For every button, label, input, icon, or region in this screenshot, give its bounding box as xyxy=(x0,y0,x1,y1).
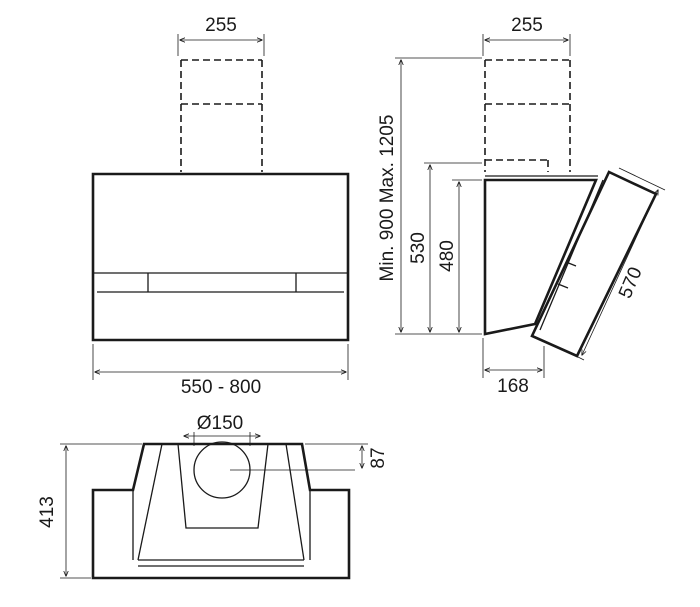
front-chimney-width-label: 255 xyxy=(205,15,237,36)
top-outlet-diameter-label: Ø150 xyxy=(197,413,243,434)
top-inner-lines xyxy=(132,443,311,567)
top-outlet-diameter-dimension: Ø150 xyxy=(184,413,260,446)
side-height-480-label: 480 xyxy=(437,240,458,272)
front-hood-width-label: 550 - 800 xyxy=(181,377,261,398)
side-depth-label: 168 xyxy=(497,376,529,397)
side-chimney-width-dimension: 255 xyxy=(482,15,571,56)
side-height-530-dimension: 530 xyxy=(408,162,482,332)
top-total-depth-label: 413 xyxy=(37,496,58,528)
side-chimney-dashed xyxy=(484,59,571,172)
front-chimney-width-dimension: 255 xyxy=(177,15,265,56)
top-outlet-offset-label: 87 xyxy=(368,447,389,468)
front-view: 255 550 - 800 xyxy=(91,15,350,398)
side-height-480-dimension: 480 xyxy=(437,179,482,332)
side-depth-dimension: 168 xyxy=(482,338,545,397)
front-hood-width-dimension: 550 - 800 xyxy=(92,344,349,398)
top-view: Ø150 87 413 xyxy=(37,413,389,580)
front-hood-body xyxy=(91,172,350,342)
top-outlet-offset-dimension: 87 xyxy=(305,443,389,469)
side-chimney-width-label: 255 xyxy=(511,15,543,36)
side-total-height-label: Min. 900 Max. 1205 xyxy=(377,115,398,282)
side-total-height-dimension: Min. 900 Max. 1205 xyxy=(377,57,482,335)
side-view: 255 Min. 900 Max. 1205 xyxy=(377,15,666,397)
side-height-530-label: 530 xyxy=(408,232,429,264)
front-chimney-dashed xyxy=(180,59,263,172)
top-outline xyxy=(91,442,351,580)
top-total-depth-dimension: 413 xyxy=(37,443,142,579)
side-hood-body xyxy=(483,170,658,358)
